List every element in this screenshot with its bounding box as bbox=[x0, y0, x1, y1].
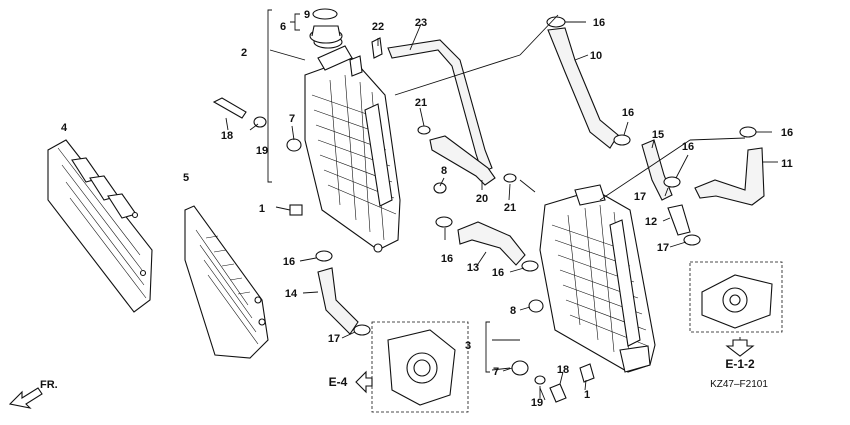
label-1: 1 bbox=[259, 203, 265, 215]
hose-12 bbox=[667, 204, 691, 236]
label-16: 16 bbox=[593, 17, 605, 29]
hose-14 bbox=[317, 267, 359, 335]
label-18: 18 bbox=[221, 130, 233, 142]
bracket-6 bbox=[290, 13, 300, 31]
label-9: 9 bbox=[304, 9, 310, 21]
water-pump-cover bbox=[371, 321, 469, 413]
label-18: 18 bbox=[557, 364, 569, 376]
label-21: 21 bbox=[415, 97, 427, 109]
label-16: 16 bbox=[492, 267, 504, 279]
label-17: 17 bbox=[657, 242, 669, 254]
bolt-22 bbox=[371, 37, 383, 59]
label-13: 13 bbox=[467, 262, 479, 274]
radiator-shroud bbox=[184, 205, 269, 359]
front-label: FR. bbox=[40, 379, 58, 391]
label-7: 7 bbox=[289, 113, 295, 125]
diagram-code: KZ47–F2101 bbox=[710, 379, 768, 390]
arrow-down-icon bbox=[725, 339, 755, 357]
label-14: 14 bbox=[285, 288, 298, 300]
pipe-15 bbox=[641, 139, 673, 201]
label-8: 8 bbox=[441, 165, 447, 177]
radiator-grille bbox=[47, 139, 153, 313]
ref-e4-label: E-4 bbox=[329, 375, 348, 389]
arrow-left-icon bbox=[355, 370, 373, 394]
left-radiator bbox=[304, 35, 401, 253]
hose-11 bbox=[694, 147, 765, 206]
front-arrow-icon bbox=[8, 387, 43, 409]
label-10: 10 bbox=[590, 50, 602, 62]
label-22: 22 bbox=[372, 21, 384, 33]
label-11: 11 bbox=[781, 158, 793, 170]
label-16: 16 bbox=[622, 107, 634, 119]
label-7: 7 bbox=[493, 366, 499, 378]
label-15: 15 bbox=[652, 129, 664, 141]
label-16: 16 bbox=[441, 253, 453, 265]
bracket-2 bbox=[267, 9, 272, 183]
label-1: 1 bbox=[584, 389, 590, 401]
label-16: 16 bbox=[781, 127, 793, 139]
label-16: 16 bbox=[283, 256, 295, 268]
label-8: 8 bbox=[510, 305, 516, 317]
callout-labels: 1 1 2 3 4 5 6 7 7 8 8 9 10 11 12 13 14 1… bbox=[61, 9, 793, 409]
label-23: 23 bbox=[415, 17, 427, 29]
label-21: 21 bbox=[504, 202, 516, 214]
label-17: 17 bbox=[328, 333, 340, 345]
hose-10 bbox=[547, 27, 619, 149]
label-12: 12 bbox=[645, 216, 657, 228]
label-2: 2 bbox=[241, 47, 247, 59]
leader-lines bbox=[225, 14, 778, 401]
cylinder-head bbox=[689, 261, 783, 333]
label-16: 16 bbox=[682, 141, 694, 153]
label-17: 17 bbox=[634, 191, 646, 203]
label-19: 19 bbox=[531, 397, 543, 409]
ref-e1-label: E-1-2 bbox=[725, 357, 755, 371]
label-6: 6 bbox=[280, 21, 286, 33]
label-3: 3 bbox=[465, 340, 471, 352]
label-4: 4 bbox=[61, 122, 68, 134]
bracket-3 bbox=[485, 321, 490, 373]
label-19: 19 bbox=[256, 145, 268, 157]
label-5: 5 bbox=[183, 172, 189, 184]
hose-20 bbox=[429, 135, 496, 186]
hose-13 bbox=[457, 221, 526, 266]
label-20: 20 bbox=[476, 193, 488, 205]
right-radiator bbox=[539, 184, 656, 373]
radiator-cap bbox=[309, 8, 343, 44]
